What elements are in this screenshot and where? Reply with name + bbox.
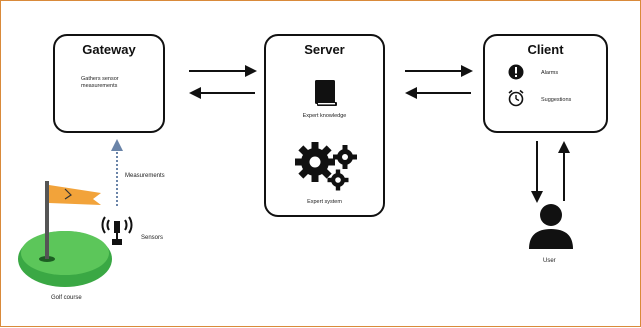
client-box: Client Alarms Suggestions <box>483 34 608 133</box>
server-title: Server <box>304 42 345 57</box>
user-label: User <box>543 258 556 264</box>
exclamation-icon <box>508 64 524 80</box>
suggestions-label: Suggestions <box>541 97 572 103</box>
expert-system-label: Expert system <box>307 199 342 205</box>
alarms-label: Alarms <box>541 70 559 76</box>
expert-knowledge-label: Expert knowledge <box>302 113 347 119</box>
golf-course-label: Golf course <box>51 295 82 301</box>
gateway-description: Gathers sensor measurements <box>81 76 119 90</box>
user-icon <box>529 204 573 249</box>
server-box: Server Expert knowledge <box>264 34 385 217</box>
sensor-icon <box>101 216 133 245</box>
measurements-label: Measurements <box>125 173 165 179</box>
gateway-box: Gateway Gathers sensor measurements <box>53 34 165 133</box>
gears-icon <box>295 142 357 191</box>
gateway-title: Gateway <box>82 42 136 57</box>
client-title: Client <box>527 42 564 57</box>
book-icon <box>315 80 337 106</box>
golf-flag-icon <box>18 181 112 287</box>
sensors-label: Sensors <box>141 235 164 241</box>
clock-icon <box>508 89 524 107</box>
